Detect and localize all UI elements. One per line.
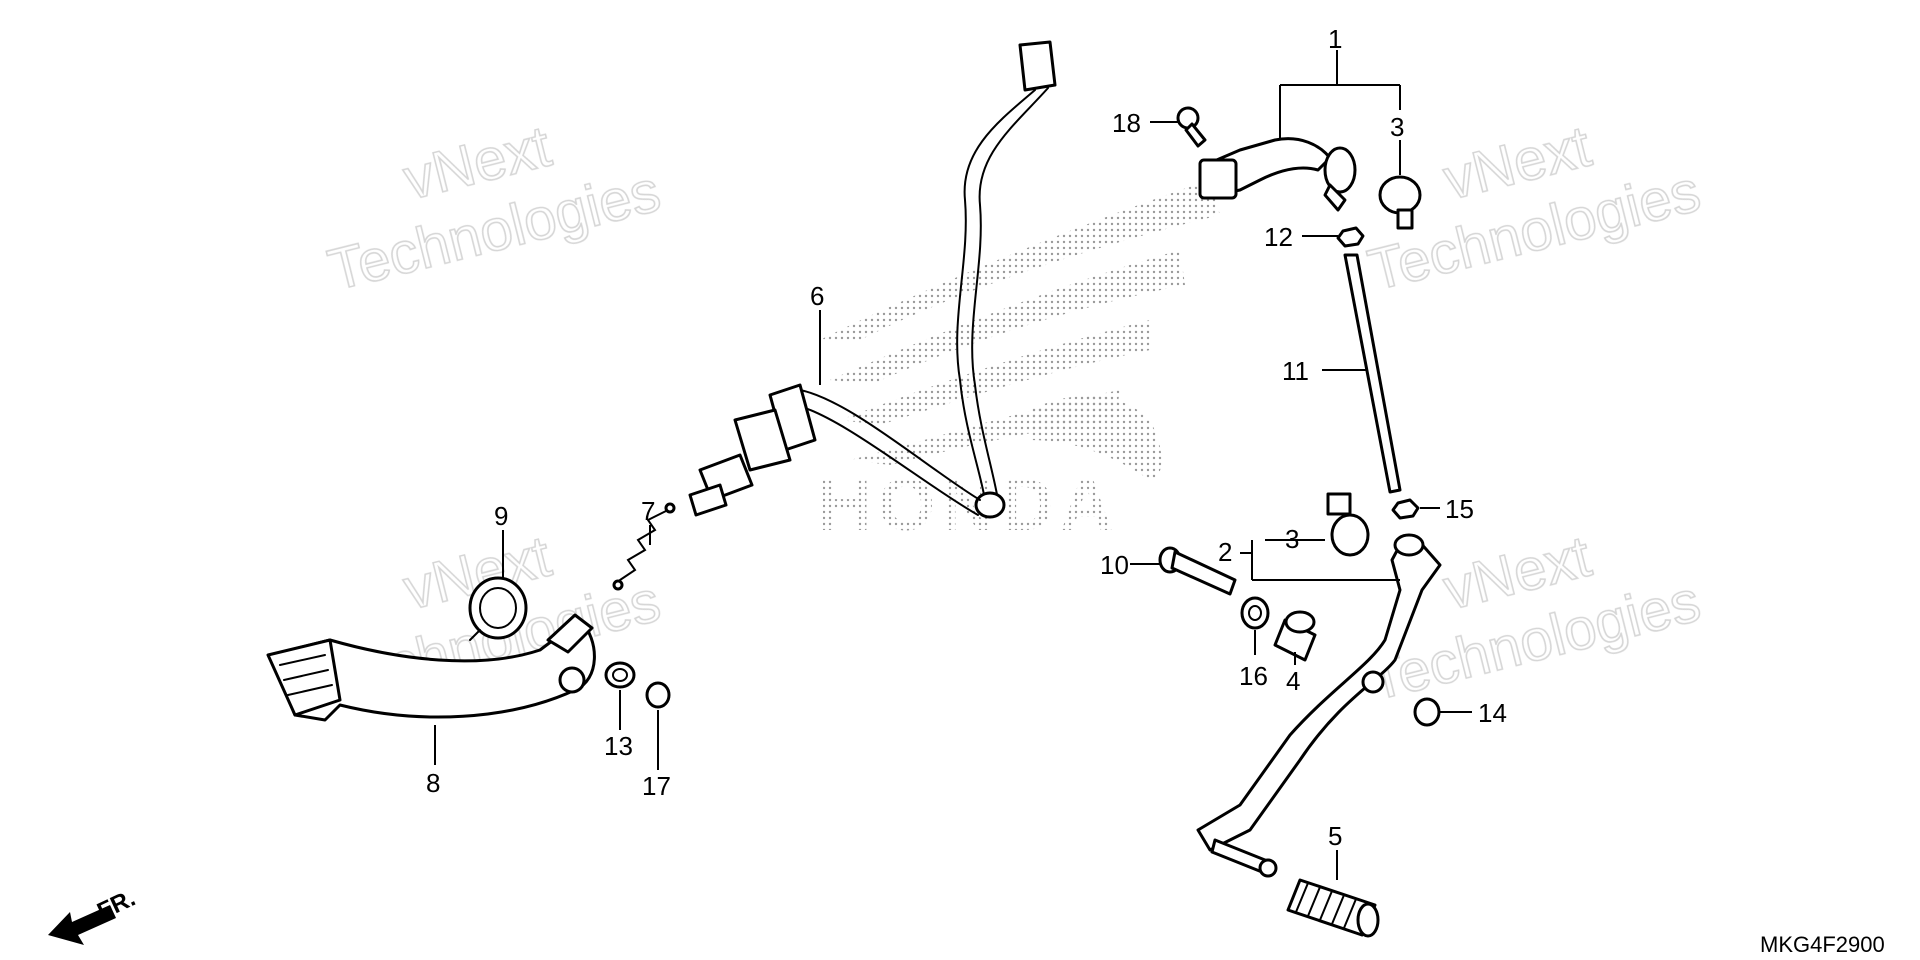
honda-brand-text: HONDA <box>818 463 1119 546</box>
washer-icon <box>1240 596 1270 630</box>
callout-17: 17 <box>642 771 671 801</box>
callout-6: 6 <box>810 281 824 311</box>
spring-icon <box>612 502 676 591</box>
callout-13: 13 <box>604 731 633 761</box>
callout-14: 14 <box>1478 698 1507 728</box>
gear-shift-pedal-icon <box>1196 533 1442 878</box>
callout-4: 4 <box>1286 666 1300 696</box>
return-spring-icon <box>468 576 528 641</box>
callout-8: 8 <box>426 768 440 798</box>
nut-icon <box>1336 226 1365 248</box>
callout-16: 16 <box>1239 661 1268 691</box>
callout-10: 10 <box>1100 550 1129 580</box>
shift-arm-icon <box>1198 137 1357 212</box>
callouts: 1 3 18 12 11 15 3 2 10 16 4 14 5 6 7 9 8… <box>426 24 1507 851</box>
callout-9: 9 <box>494 501 508 531</box>
callout-15: 15 <box>1445 494 1474 524</box>
rod-end-icon <box>1378 175 1422 230</box>
rod-end-icon <box>1326 492 1370 557</box>
collar-icon <box>1273 610 1317 662</box>
callout-7: 7 <box>641 496 655 526</box>
callout-5: 5 <box>1328 821 1342 851</box>
brake-switch-icon <box>688 40 1057 519</box>
washer-icon <box>604 661 636 689</box>
rubber-footpeg-icon <box>1286 878 1380 938</box>
washer-icon <box>645 681 671 709</box>
tie-rod-icon <box>1343 253 1402 494</box>
callout-3-upper: 3 <box>1390 112 1404 142</box>
diagram-code: MKG4F2900 <box>1760 932 1885 957</box>
honda-wing-logo: HONDA <box>818 180 1220 546</box>
washer-icon <box>1413 697 1441 727</box>
callout-11: 11 <box>1282 356 1309 386</box>
leader-lines <box>434 50 1472 880</box>
nut-icon <box>1391 498 1420 520</box>
front-arrow-icon: FR. <box>48 885 140 945</box>
callout-18: 18 <box>1112 108 1141 138</box>
brake-pedal-icon <box>266 613 596 722</box>
callout-1: 1 <box>1328 24 1342 54</box>
callout-12: 12 <box>1264 222 1293 252</box>
callout-2: 2 <box>1218 537 1232 567</box>
callout-3-lower: 3 <box>1285 524 1299 554</box>
bolt-icon <box>1176 106 1207 148</box>
bolt-icon <box>1158 546 1237 596</box>
